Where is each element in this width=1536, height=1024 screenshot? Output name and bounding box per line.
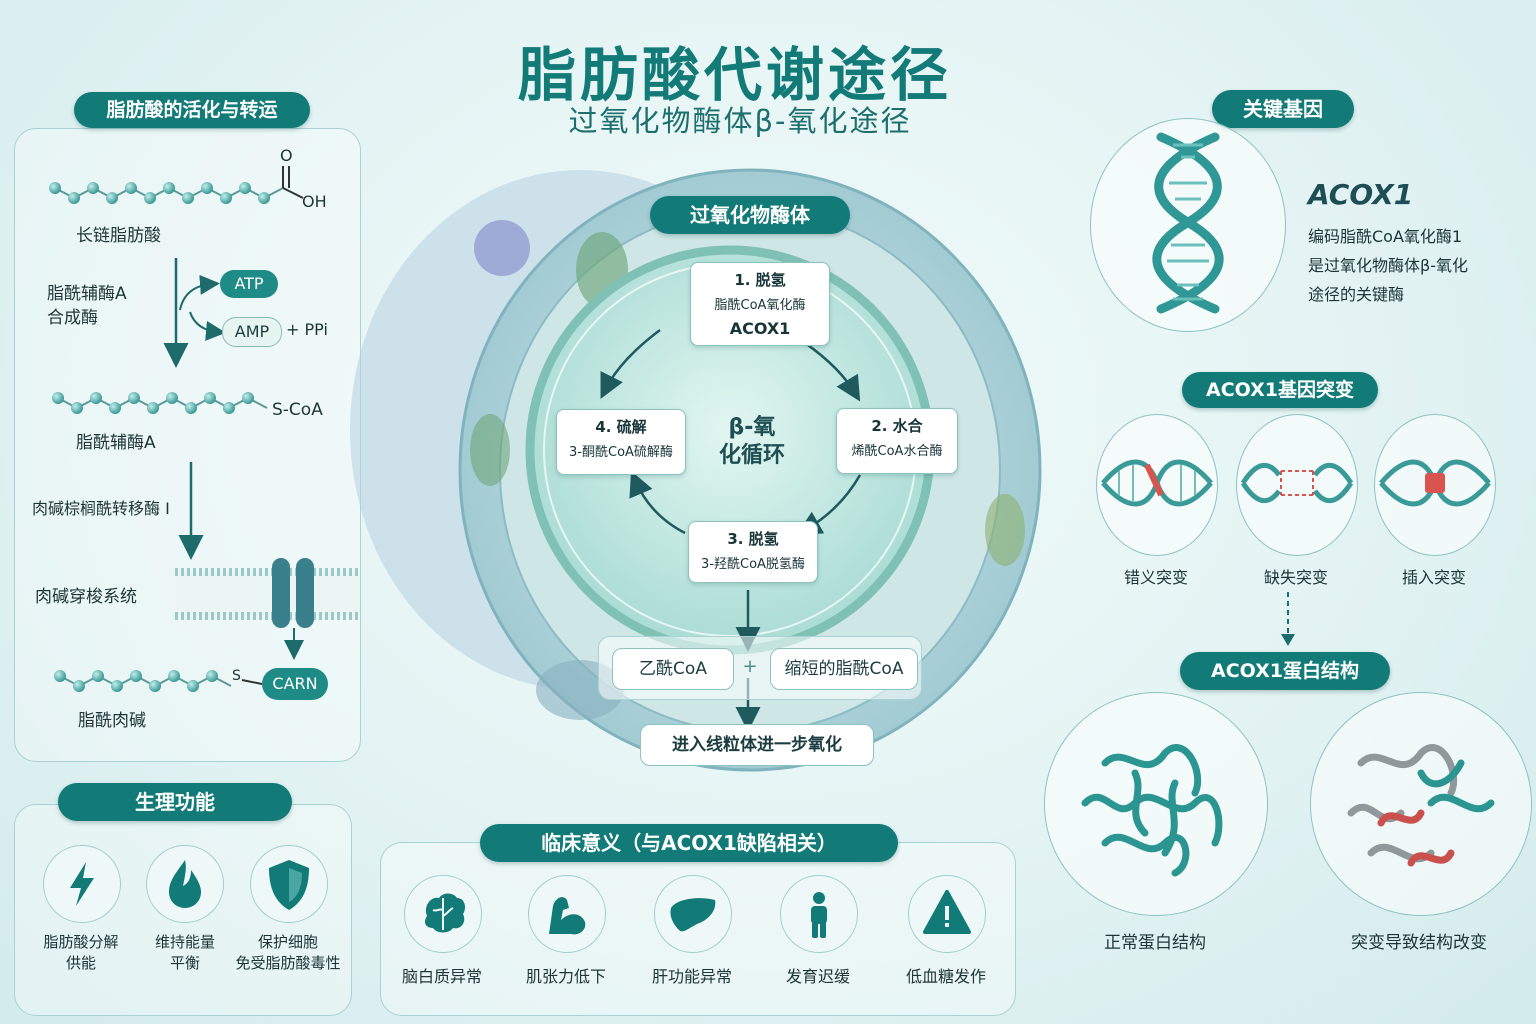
physiology-header: 生理功能 [58, 783, 292, 821]
insertion-label: 插入突变 [1401, 568, 1466, 587]
shortened-acyl-coa-product: 缩短的脂酰CoA [770, 648, 918, 690]
acyl-carnitine-label: 脂酰肉碱 [78, 711, 146, 731]
plus-sign: + [742, 656, 758, 677]
fatty-acid-chain [49, 166, 304, 204]
deletion-dna-icon [1240, 463, 1354, 503]
physio-label-1: 脂肪酸分解 供能 [43, 933, 119, 972]
deletion-circle [1236, 414, 1358, 556]
missense-dna-icon [1101, 459, 1213, 507]
normal-protein-circle [1044, 692, 1268, 916]
clinical-label-4: 发育迟缓 [785, 967, 850, 986]
dna-circle [1090, 118, 1286, 332]
hypoglycemia-circle [908, 875, 986, 953]
s-label: S [232, 668, 241, 684]
beta-oxidation-cycle-label: β-氧 化循环 [718, 415, 785, 468]
balance-function-circle [146, 845, 224, 923]
s-coa-label: S-CoA [272, 400, 323, 420]
clinical-label-1: 脑白质异常 [401, 967, 482, 986]
acyl-coa-label: 脂酰辅酶A [76, 433, 156, 453]
amp-badge: AMP [222, 317, 282, 347]
mitochondria-next-step: 进入线粒体进一步氧化 [640, 724, 874, 766]
clinical-label-5: 低血糖发作 [905, 967, 986, 986]
protein-header: ACOX1蛋白结构 [1180, 652, 1390, 690]
warning-icon [923, 890, 971, 934]
atp-badge: ATP [220, 270, 278, 298]
deletion-label: 缺失突变 [1263, 568, 1328, 587]
missense-circle [1096, 414, 1218, 556]
step-4-thiolysis: 4. 硫解 3-酮酰CoA硫解酶 [556, 409, 686, 475]
muscle-circle [528, 875, 606, 953]
clinical-label-3: 肝功能异常 [651, 967, 732, 986]
step-1-dehydrogenation: 1. 脱氢 脂酰CoA氧化酶 ACOX1 [690, 262, 830, 346]
lightning-icon [70, 862, 94, 906]
peroxisome-illustration [350, 168, 1042, 772]
acyl-carnitine-chain [54, 670, 263, 692]
missense-label: 错义突变 [1123, 568, 1188, 587]
carn-badge: CARN [262, 668, 328, 700]
page-subtitle: 过氧化物酶体β-氧化途径 [568, 104, 912, 138]
mutation-to-protein-arrow [1281, 592, 1295, 646]
clinical-label-2: 肌张力低下 [525, 967, 606, 986]
ppi-label: + PPi [286, 320, 328, 339]
brain-icon [425, 893, 465, 933]
protection-function-circle [250, 845, 328, 923]
physio-label-2: 维持能量 平衡 [154, 933, 215, 972]
liver-icon [670, 898, 716, 932]
acyl-coa-chain [52, 392, 268, 414]
physio-label-3: 保护细胞 免受脂肪酸毒性 [235, 933, 341, 972]
normal-protein-label: 正常蛋白结构 [1104, 933, 1206, 953]
carnitine-transporter [272, 558, 314, 628]
child-icon [811, 892, 827, 938]
page-title: 脂肪酸代谢途径 [517, 41, 952, 109]
fatty-acid-label: 长链脂肪酸 [76, 226, 161, 246]
flame-icon [169, 860, 201, 908]
energy-function-circle [43, 845, 121, 923]
cpt1-label: 肉碱棕榈酰转移酶 I [32, 499, 170, 518]
carbonyl-o-label: O [280, 146, 293, 165]
step-2-hydration: 2. 水合 烯酰CoA水合酶 [836, 408, 958, 474]
activation-diagram [49, 166, 360, 692]
shield-icon [269, 860, 309, 910]
gene-description: 编码脂酰CoA氧化酶1 是过氧化物酶体β-氧化 途径的关键酶 [1308, 227, 1468, 304]
child-circle [780, 875, 858, 953]
mutation-header: ACOX1基因突变 [1182, 372, 1378, 408]
dna-helix-icon [1152, 132, 1224, 314]
acyl-coa-synthetase-label: 脂酰辅酶A 合成酶 [47, 284, 127, 328]
mutant-protein-circle [1310, 692, 1532, 916]
step-3-dehydrogenation: 3. 脱氢 3-羟酰CoA脱氢酶 [688, 521, 818, 583]
mutant-protein-icon [1347, 744, 1495, 867]
acetyl-coa-product: 乙酰CoA [612, 648, 734, 690]
muscle-icon [549, 897, 586, 935]
oh-label: OH [302, 192, 327, 211]
carnitine-shuttle-label: 肉碱穿梭系统 [35, 587, 137, 607]
normal-protein-icon [1081, 744, 1223, 877]
activation-header: 脂肪酸的活化与转运 [74, 92, 310, 128]
key-gene-header: 关键基因 [1212, 90, 1354, 128]
insertion-circle [1374, 414, 1496, 556]
gene-name: ACOX1 [1308, 178, 1414, 211]
peroxisome-header: 过氧化物酶体 [650, 196, 850, 234]
clinical-header: 临床意义（与ACOX1缺陷相关） [480, 824, 898, 862]
mutant-protein-label: 突变导致结构改变 [1351, 933, 1487, 953]
insertion-dna-icon [1379, 459, 1491, 507]
brain-circle [404, 875, 482, 953]
liver-circle [654, 875, 732, 953]
